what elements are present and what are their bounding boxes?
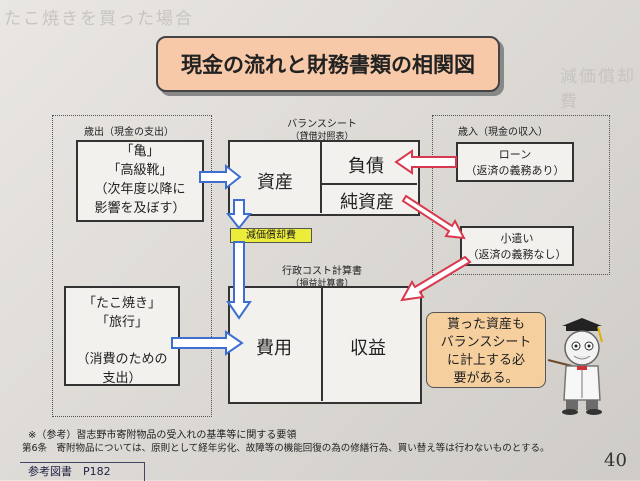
note-line-2: バランスシート [440, 335, 532, 350]
note-line-4: 要がある。 [453, 371, 519, 386]
net-assets-label: 純資産 [340, 192, 394, 213]
consumption-expenditure-box: 「たこ焼き」 「旅行」 （消費のための 支出） [64, 286, 180, 386]
red-arrow-to-revenue [400, 255, 472, 302]
balance-sheet-divider-v [320, 141, 322, 213]
professor-mascot-icon [547, 318, 603, 415]
expenses-label: 費用 [256, 338, 292, 359]
note-line-1: 貰った資産も [446, 317, 525, 332]
durable-line-1: 「亀」 [120, 144, 160, 159]
reference-book: 参考図書 P182 [20, 462, 145, 481]
loan-label: ローン [498, 148, 532, 161]
footer-note-line-2: 第6条 寄附物品については、原則として経年劣化、故障等の機能回復の為の修繕行為、… [22, 443, 550, 454]
allowance-note: （返済の義務なし） [467, 248, 567, 261]
expenditure-heading: 歳出（現金の支出） [84, 127, 174, 138]
cost-statement-subtitle: （損益計算書） [290, 279, 354, 289]
revenue-label: 収益 [350, 338, 386, 359]
consumption-line-2: 「旅行」 [95, 315, 148, 330]
revenue-region [432, 115, 610, 275]
note-line-3: に計上する必 [446, 353, 525, 368]
donated-assets-note: 貰った資産も バランスシート に計上する必 要がある。 [426, 312, 546, 388]
background-text-left: たこ焼きを買った場合 [4, 9, 194, 29]
balance-sheet-title: バランスシート [287, 119, 357, 130]
loan-note: （返済の義務あり） [465, 164, 565, 177]
loan-box: ローン （返済の義務あり） [456, 142, 574, 182]
consumption-line-1: 「たこ焼き」 [82, 296, 161, 311]
allowance-box: 小遣い （返済の義務なし） [460, 226, 574, 266]
blue-arrow-to-assets [199, 163, 242, 191]
red-arrow-to-liabilities [394, 149, 457, 175]
blue-arrow-depreciation-down [226, 241, 252, 320]
page-title: 現金の流れと財務書類の相関図 [156, 36, 500, 92]
blue-arrow-assets-down [225, 199, 253, 230]
consumption-line-3: （消費のための [76, 352, 168, 367]
revenue-heading: 歳入（現金の収入） [458, 127, 548, 138]
cost-statement-divider [321, 287, 323, 401]
durable-line-2: 「高級靴」 [107, 163, 173, 178]
footer-note-line-1: ※（参考）習志野市寄附物品の受入れの基準等に関する要領 [28, 430, 297, 441]
consumption-line-4: 支出） [102, 371, 142, 386]
depreciation-label: 減価償却費 [230, 228, 312, 243]
cost-statement-title: 行政コスト計算書 [282, 266, 362, 277]
balance-sheet-divider-h [321, 183, 417, 185]
cost-statement-box [228, 286, 422, 404]
expenditure-region [52, 115, 212, 417]
page-number: 40 [604, 450, 627, 471]
blue-arrow-to-expenses [171, 330, 244, 356]
red-arrow-to-allowance [401, 194, 466, 240]
durable-line-3: （次年度以降に [94, 182, 186, 197]
background-text-right: 減価償却費 [560, 67, 636, 112]
allowance-label: 小遣い [500, 232, 534, 245]
assets-label: 資産 [257, 172, 293, 193]
durable-line-4: 影響を及ぼす） [94, 201, 186, 216]
balance-sheet-subtitle: （貸借対照表） [290, 132, 354, 142]
liabilities-label: 負債 [348, 156, 384, 177]
